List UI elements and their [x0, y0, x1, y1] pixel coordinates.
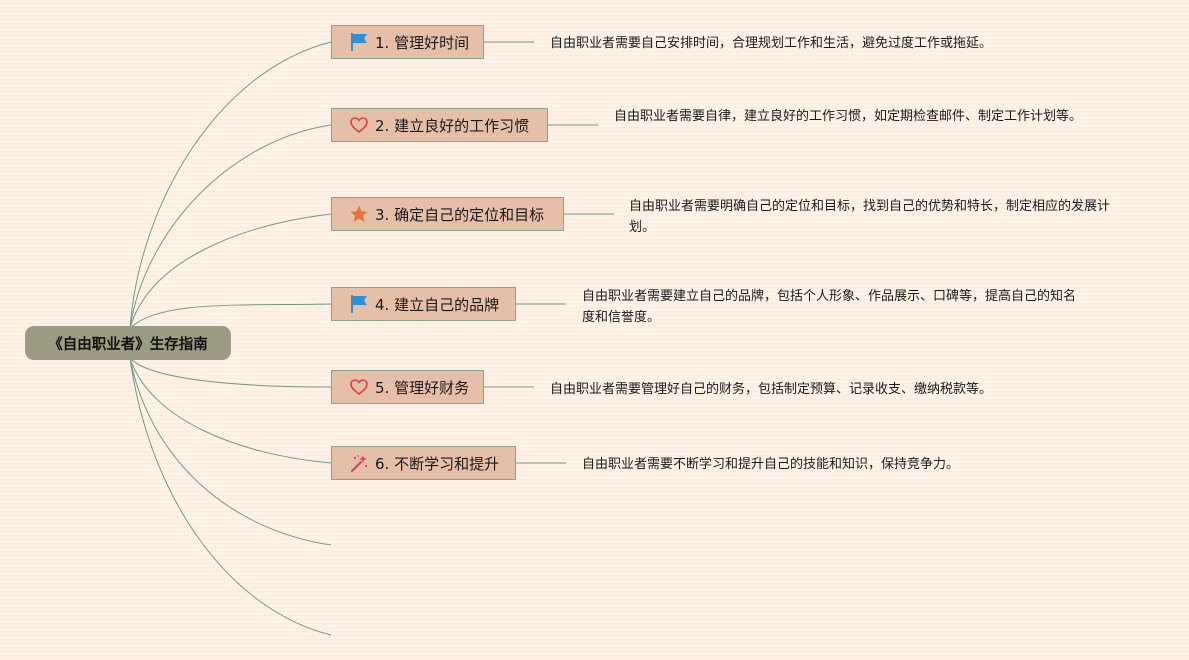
branch-line-2 — [129, 124, 332, 329]
topic-6-description: 自由职业者需要不断学习和提升自己的技能和知识，保持竞争力。 — [582, 457, 960, 472]
topic-2-description: 自由职业者需要自律，建立良好的工作习惯，如定期检查邮件、制定工作计划等。 — [614, 109, 1083, 124]
root-topic-label: 《自由职业者》生存指南 — [48, 336, 208, 353]
star-icon — [348, 203, 370, 225]
topic-5-label: 5. 管理好财务 — [375, 378, 470, 397]
topic-3-description: 自由职业者需要明确自己的定位和目标，找到自己的优势和特长，制定相应的发展计划。 — [629, 199, 1111, 235]
branch-line-5 — [129, 357, 332, 388]
branch-line-4 — [129, 303, 332, 329]
branch-line-empty-1 — [129, 357, 332, 546]
topic-6-label: 6. 不断学习和提升 — [375, 454, 500, 473]
topic-4-label: 4. 建立自己的品牌 — [375, 295, 500, 314]
topic-1-label: 1. 管理好时间 — [375, 33, 470, 52]
flag-icon — [348, 293, 370, 315]
branch-line-3 — [129, 213, 332, 329]
root-topic[interactable]: 《自由职业者》生存指南 — [25, 326, 231, 360]
flag-icon — [348, 31, 370, 53]
topic-5[interactable]: 5. 管理好财务 — [331, 370, 484, 404]
topic-5-description: 自由职业者需要管理好自己的财务，包括制定预算、记录收支、缴纳税款等。 — [550, 382, 993, 397]
branch-line-6 — [129, 357, 332, 464]
topic-1[interactable]: 1. 管理好时间 — [331, 25, 484, 59]
topic-3[interactable]: 3. 确定自己的定位和目标 — [331, 197, 564, 231]
topic-4-description: 自由职业者需要建立自己的品牌，包括个人形象、作品展示、口碑等，提高自己的知名度和… — [582, 289, 1077, 325]
heart-icon — [348, 114, 370, 136]
branch-line-empty-2 — [129, 357, 332, 636]
heart-icon — [348, 376, 370, 398]
topic-2-label: 2. 建立良好的工作习惯 — [375, 116, 530, 135]
branch-line-1 — [129, 41, 332, 329]
topic-1-description: 自由职业者需要自己安排时间，合理规划工作和生活，避免过度工作或拖延。 — [550, 36, 993, 51]
topic-6[interactable]: 6. 不断学习和提升 — [331, 446, 516, 480]
topic-4[interactable]: 4. 建立自己的品牌 — [331, 287, 516, 321]
sparkle-wand-icon — [348, 452, 370, 474]
topic-2[interactable]: 2. 建立良好的工作习惯 — [331, 108, 548, 142]
topic-3-label: 3. 确定自己的定位和目标 — [375, 205, 545, 224]
